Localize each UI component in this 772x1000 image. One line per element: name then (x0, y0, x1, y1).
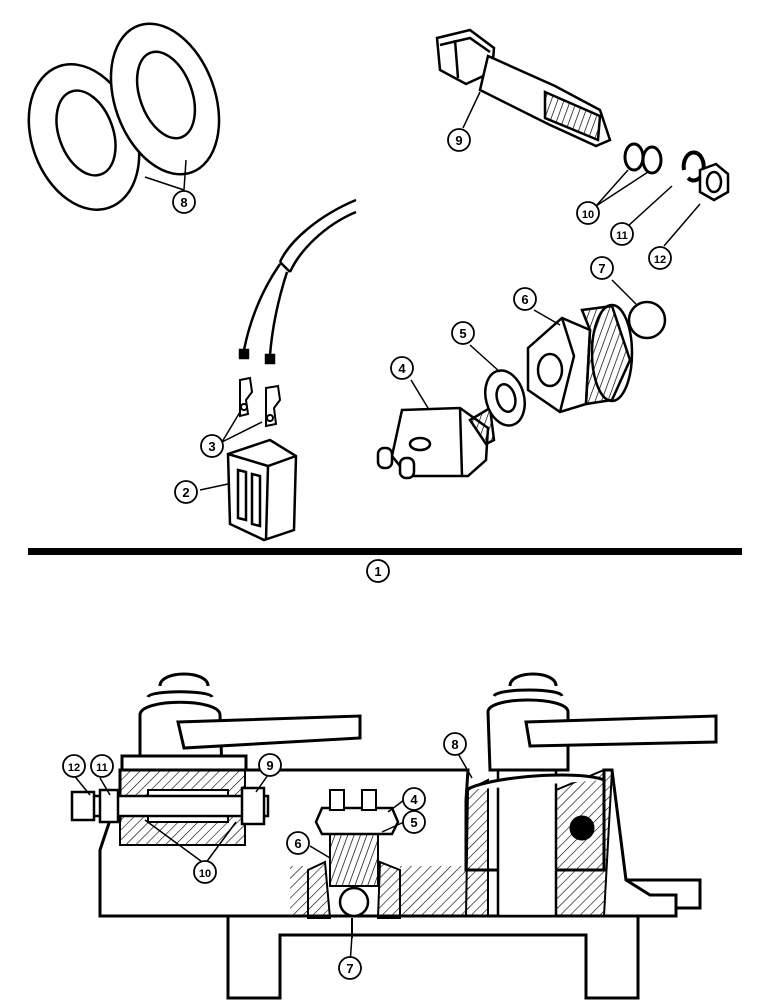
separator-line (28, 548, 742, 555)
leader-9 (462, 91, 481, 129)
washer-part-5 (484, 369, 526, 427)
assembly-callout-7: 7 (338, 956, 362, 980)
svg-text:10: 10 (199, 868, 211, 880)
right-lever (465, 672, 718, 792)
left-lever (120, 672, 362, 772)
callout-6: 6 (513, 287, 537, 311)
assembly-callout-6: 6 (286, 831, 310, 855)
leader-4 (410, 379, 429, 409)
assembly-callout-11: 11 (90, 754, 114, 778)
assembly-callouts: 12 11 9 10 8 4 5 6 (62, 732, 467, 980)
adapter-part-6 (526, 303, 634, 414)
svg-text:9: 9 (455, 133, 462, 148)
callout-3: 3 (200, 434, 224, 458)
assembly-view (70, 672, 718, 1000)
leader-5 (469, 344, 501, 373)
leader-11 (627, 185, 673, 227)
svg-text:12: 12 (654, 254, 666, 266)
callout-10: 10 (576, 201, 600, 225)
bolt-part-9 (435, 28, 612, 148)
svg-text:6: 6 (294, 836, 301, 851)
svg-text:4: 4 (398, 361, 406, 376)
svg-text:6: 6 (521, 292, 528, 307)
lock-washer-part-11 (681, 150, 706, 183)
svg-text:11: 11 (96, 762, 108, 774)
assembly-callout-9: 9 (258, 753, 282, 777)
leader-7 (611, 279, 637, 305)
svg-text:12: 12 (68, 762, 80, 774)
callout-11: 11 (610, 222, 634, 246)
callouts: 8 9 10 11 12 7 6 5 (172, 128, 672, 583)
callout-7: 7 (590, 256, 614, 280)
svg-text:8: 8 (451, 737, 458, 752)
terminals-part-3 (239, 376, 282, 428)
svg-text:5: 5 (410, 815, 417, 830)
leader-10 (595, 169, 649, 207)
svg-text:9: 9 (266, 758, 273, 773)
leader-3 (221, 411, 263, 443)
svg-text:7: 7 (598, 261, 605, 276)
connector-housing-part-2 (226, 438, 298, 542)
callout-5: 5 (451, 321, 475, 345)
callout-8: 8 (172, 190, 196, 214)
leader-6 (533, 309, 561, 326)
leader-8 (144, 159, 187, 191)
assembly-callout-4: 4 (402, 787, 426, 811)
svg-text:5: 5 (459, 326, 466, 341)
svg-text:2: 2 (182, 485, 189, 500)
assembly-callout-5: 5 (402, 810, 426, 834)
assembly-callout-10: 10 (193, 860, 217, 884)
svg-text:8: 8 (180, 195, 187, 210)
svg-text:11: 11 (616, 230, 628, 242)
svg-text:7: 7 (346, 961, 353, 976)
leader-2 (199, 483, 229, 491)
callout-4: 4 (390, 356, 414, 380)
rings-part-10 (623, 142, 663, 175)
svg-text:3: 3 (208, 439, 215, 454)
nut-part-12 (698, 162, 730, 202)
ball-part-7 (627, 300, 667, 340)
assembly-callout-8: 8 (443, 732, 467, 756)
svg-text:10: 10 (582, 209, 594, 221)
assembly-callout-12: 12 (62, 754, 86, 778)
washers-part-8 (27, 22, 221, 211)
leader-12 (663, 203, 701, 247)
callout-2: 2 (174, 480, 198, 504)
svg-text:1: 1 (374, 564, 381, 579)
switch-part-4 (376, 405, 496, 480)
svg-text:4: 4 (410, 792, 418, 807)
cable-and-wires (238, 198, 357, 365)
figure-number: 1 (366, 559, 390, 583)
callout-9: 9 (447, 128, 471, 152)
callout-12: 12 (648, 246, 672, 270)
